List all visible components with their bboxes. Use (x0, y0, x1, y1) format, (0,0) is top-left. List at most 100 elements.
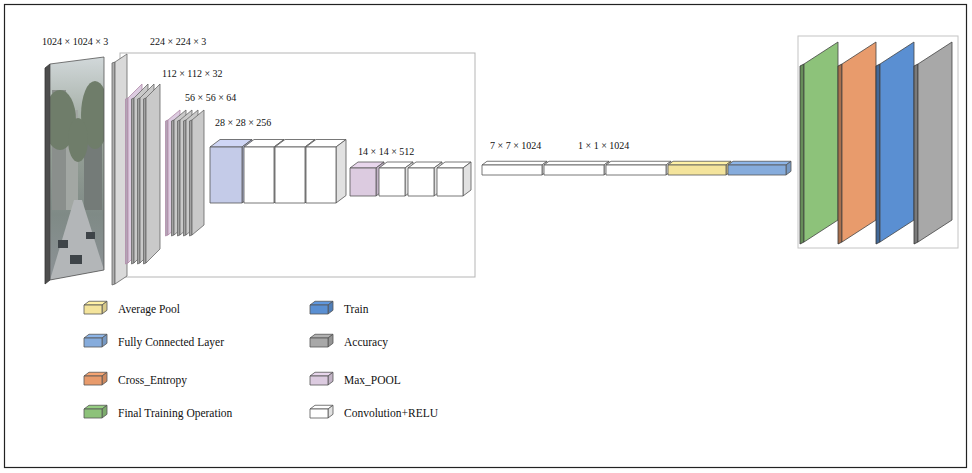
slab-face (918, 42, 952, 242)
box-top (482, 161, 547, 165)
input-layer-plate (112, 54, 127, 285)
label-holder: 112 × 112 × 32 (162, 68, 223, 80)
box-front (84, 409, 102, 418)
dimension-label: 28 × 28 × 256 (215, 117, 271, 129)
plate-face (115, 54, 127, 284)
legend-text: Train (344, 302, 369, 316)
legend-swatch (84, 372, 107, 385)
training-slab (800, 42, 838, 244)
legend-swatches (84, 301, 333, 418)
legend-text: Max_POOL (344, 373, 401, 387)
legend-item: Cross_Entropy (118, 373, 187, 387)
fully-connected-bar (728, 161, 791, 175)
box-front (310, 305, 328, 314)
conv-plate (190, 110, 205, 236)
legend-text: Accuracy (344, 335, 388, 349)
dimension-label: 224 × 224 × 3 (150, 36, 206, 48)
slab-edge (914, 64, 918, 244)
tree (68, 118, 88, 162)
legend-swatch (84, 405, 107, 418)
box-side (463, 162, 471, 196)
photo-edge (45, 64, 50, 284)
legend-item: Average Pool (118, 302, 180, 316)
street-scene (44, 50, 109, 285)
swatch-box (310, 405, 333, 418)
label-holder: 28 × 28 × 256 (215, 117, 271, 129)
conv-block (437, 162, 471, 196)
legend-text: Convolution+RELU (344, 406, 438, 420)
car (58, 240, 68, 248)
slab-face (804, 42, 838, 242)
box-side (102, 334, 107, 347)
network-drawing (5, 5, 967, 468)
swatch-box (310, 301, 333, 314)
box-side (328, 301, 333, 314)
label-holder: 1024 × 1024 × 3 (42, 36, 108, 48)
box-top (668, 161, 731, 165)
slab-edge (800, 64, 804, 244)
box-front (210, 147, 242, 203)
legend-swatch (310, 301, 333, 314)
conv-bar (482, 161, 547, 175)
dimension-label: 14 × 14 × 512 (358, 146, 414, 158)
dimension-label: 1 × 1 × 1024 (578, 140, 629, 152)
box-top (606, 161, 671, 165)
slab-edge (838, 64, 842, 244)
box-front (310, 338, 328, 347)
legend-item: Convolution+RELU (344, 406, 438, 420)
photo-outline (50, 57, 104, 280)
box-side (328, 334, 333, 347)
conv-block (306, 140, 346, 204)
legend-text: Final Training Operation (118, 406, 232, 420)
box-front (668, 165, 726, 175)
conv-bar (606, 161, 671, 175)
legend-text: Fully Connected Layer (118, 335, 224, 349)
road (50, 200, 104, 280)
box-front (310, 376, 328, 385)
box-side (328, 372, 333, 385)
dimension-label: 112 × 112 × 32 (162, 68, 223, 80)
swatch-box (310, 334, 333, 347)
box-front (482, 165, 542, 175)
average-pool-bar (668, 161, 731, 175)
legend-item: Accuracy (344, 335, 388, 349)
box-front (84, 338, 102, 347)
dimension-label: 56 × 56 × 64 (185, 92, 236, 104)
stage-frame (120, 53, 475, 277)
conv-bar (544, 161, 609, 175)
legend-text: Average Pool (118, 302, 180, 316)
swatch-box (310, 372, 333, 385)
box-front (728, 165, 786, 175)
legend-swatch (310, 405, 333, 418)
box-top (728, 161, 791, 165)
car (86, 232, 95, 239)
plate-face (192, 110, 204, 235)
box-side (328, 405, 333, 418)
dimension-label: 7 × 7 × 1024 (490, 140, 541, 152)
car (70, 255, 82, 264)
legend-item: Fully Connected Layer (118, 335, 224, 349)
box-front (244, 147, 274, 203)
conv-plate (178, 110, 193, 236)
scene-ground (48, 50, 108, 285)
box-front (310, 409, 328, 418)
legend-item: Max_POOL (344, 373, 401, 387)
box-top (544, 161, 609, 165)
conv-plate (172, 110, 187, 236)
legend-item: Train (344, 302, 369, 316)
legend-item: Final Training Operation (118, 406, 232, 420)
box-front (544, 165, 604, 175)
legend-swatch (84, 334, 107, 347)
swatch-box (84, 334, 107, 347)
box-front (606, 165, 666, 175)
box-side (102, 372, 107, 385)
swatch-box (84, 372, 107, 385)
label-holder: 56 × 56 × 64 (185, 92, 236, 104)
label-holder: 1 × 1 × 1024 (578, 140, 629, 152)
slab-face (842, 42, 876, 242)
training-slab (838, 42, 876, 244)
box-front (84, 376, 102, 385)
input-photo (44, 50, 109, 285)
legend-text: Cross_Entropy (118, 373, 187, 387)
